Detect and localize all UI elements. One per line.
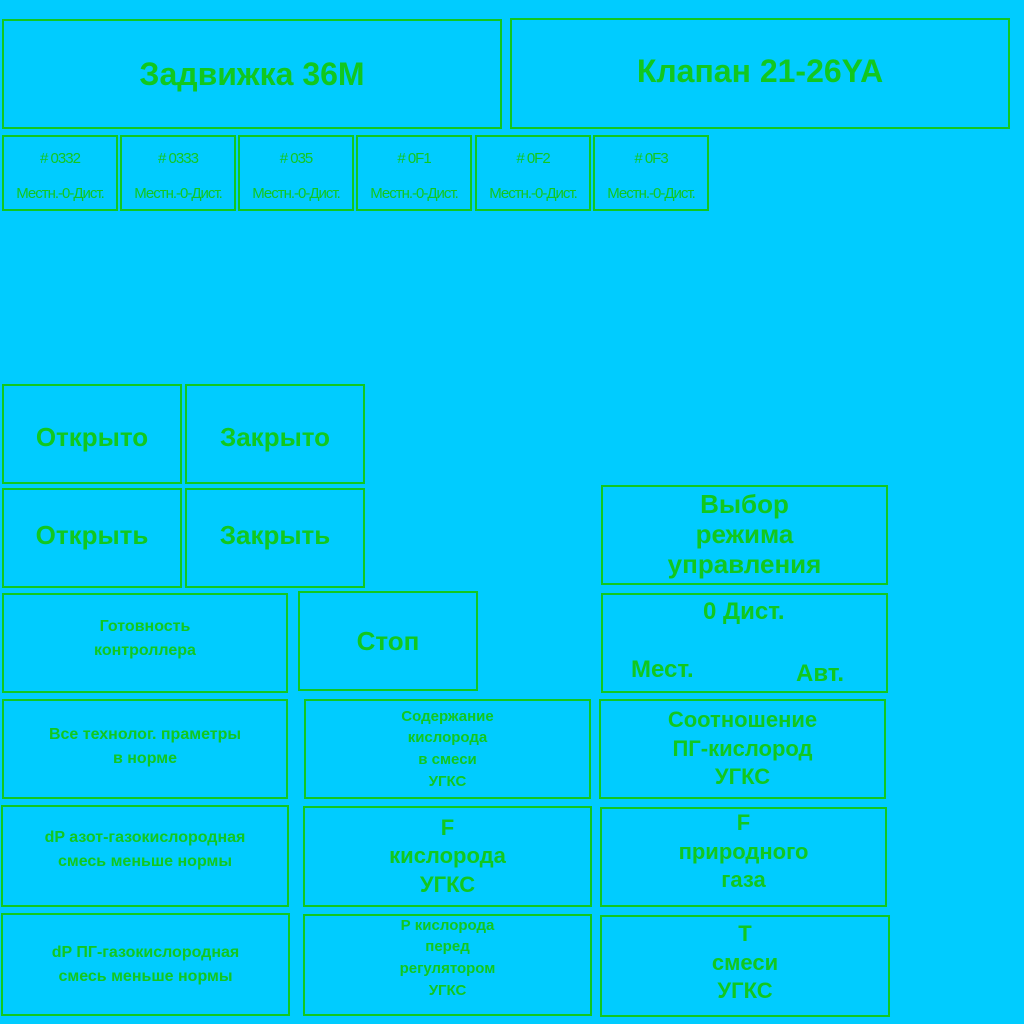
opened-indicator-label: Открыто bbox=[35, 421, 149, 452]
all-params-ok-indicator: Все технолог. праметры в норме bbox=[2, 699, 288, 799]
f-natural-gas-label: F природного газа bbox=[678, 810, 809, 893]
t-mix-cell[interactable]: Т смеси УГКС bbox=[600, 915, 890, 1017]
control-mode-title-text: Выбор режима управления bbox=[667, 489, 822, 579]
address-id: # 0F2 bbox=[516, 150, 550, 167]
dp-gas-text: dP ПГ-газокислородная смесь меньше нормы bbox=[51, 943, 240, 985]
controller-ready-text: Готовность контроллера bbox=[94, 618, 196, 659]
address-id: # 035 bbox=[279, 150, 314, 167]
closed-indicator: Закрыто bbox=[185, 384, 365, 484]
address-mode: Местн.-0-Дист. bbox=[489, 185, 578, 202]
address-cell-0f3[interactable]: # 0F3 Местн.-0-Дист. bbox=[593, 135, 709, 211]
open-button[interactable]: Открыть bbox=[2, 488, 182, 588]
dp-nitrogen-text: dP азот-газокислородная смесь меньше нор… bbox=[44, 829, 246, 870]
f-natural-gas-cell[interactable]: F природного газа bbox=[600, 807, 887, 907]
f-oxygen-label: F кислорода УГКС bbox=[389, 814, 506, 897]
address-cell-0f2[interactable]: # 0F2 Местн.-0-Дист. bbox=[475, 135, 591, 211]
address-mode: Местн.-0-Дист. bbox=[607, 185, 696, 202]
all-params-ok-text: Все технолог. праметры в норме bbox=[48, 726, 242, 767]
address-cell-0f1[interactable]: # 0F1 Местн.-0-Дист. bbox=[356, 135, 472, 211]
close-button[interactable]: Закрыть bbox=[185, 488, 365, 588]
control-mode-switch[interactable]: 0 Дист. Мест. Авт. bbox=[601, 593, 888, 693]
oxygen-content-label: Содержание кислорода в смеси УГКС bbox=[401, 707, 494, 790]
mode-auto-label[interactable]: Авт. bbox=[796, 660, 845, 687]
p-oxygen-cell[interactable]: Р кислорода перед регулятором УГКС bbox=[303, 914, 592, 1016]
valve-21-26ya-title: Клапан 21-26YA bbox=[510, 18, 1010, 129]
address-mode: Местн.-0-Дист. bbox=[252, 185, 341, 202]
closed-indicator-label: Закрыто bbox=[219, 421, 331, 452]
close-button-label: Закрыть bbox=[219, 519, 331, 550]
address-mode: Местн.-0-Дист. bbox=[370, 185, 459, 202]
valve-36m-title: Задвижка 36M bbox=[2, 19, 502, 129]
address-id: # 0332 bbox=[40, 150, 81, 167]
address-id: # 0F3 bbox=[634, 150, 668, 167]
control-mode-title: Выбор режима управления bbox=[601, 485, 888, 585]
address-id: # 0333 bbox=[158, 150, 199, 167]
address-mode: Местн.-0-Дист. bbox=[134, 185, 223, 202]
open-button-label: Открыть bbox=[35, 519, 149, 550]
t-mix-label: Т смеси УГКС bbox=[711, 921, 779, 1004]
dp-gas-indicator: dP ПГ-газокислородная смесь меньше нормы bbox=[1, 913, 290, 1016]
ratio-gas-oxygen-label: Соотношение ПГ-кислород УГКС bbox=[667, 707, 818, 790]
f-oxygen-cell[interactable]: F кислорода УГКС bbox=[303, 806, 592, 907]
mode-remote-label[interactable]: 0 Дист. bbox=[703, 598, 785, 625]
dp-nitrogen-indicator: dP азот-газокислородная смесь меньше нор… bbox=[1, 805, 289, 907]
stop-button-label: Стоп bbox=[356, 625, 420, 656]
address-cell-0333[interactable]: # 0333 Местн.-0-Дист. bbox=[120, 135, 236, 211]
oxygen-content-cell[interactable]: Содержание кислорода в смеси УГКС bbox=[304, 699, 591, 799]
address-mode: Местн.-0-Дист. bbox=[16, 185, 105, 202]
stop-button[interactable]: Стоп bbox=[298, 591, 478, 691]
address-cell-035[interactable]: # 035 Местн.-0-Дист. bbox=[238, 135, 354, 211]
p-oxygen-label: Р кислорода перед регулятором УГКС bbox=[399, 916, 496, 999]
mode-local-label[interactable]: Мест. bbox=[631, 656, 694, 683]
valve-21-26ya-title-text: Клапан 21-26YA bbox=[636, 52, 884, 89]
opened-indicator: Открыто bbox=[2, 384, 182, 484]
address-cell-0332[interactable]: # 0332 Местн.-0-Дист. bbox=[2, 135, 118, 211]
ratio-gas-oxygen-cell[interactable]: Соотношение ПГ-кислород УГКС bbox=[599, 699, 886, 799]
valve-36m-title-text: Задвижка 36M bbox=[139, 56, 365, 92]
controller-ready-indicator: Готовность контроллера bbox=[2, 593, 288, 693]
address-id: # 0F1 bbox=[397, 150, 431, 167]
